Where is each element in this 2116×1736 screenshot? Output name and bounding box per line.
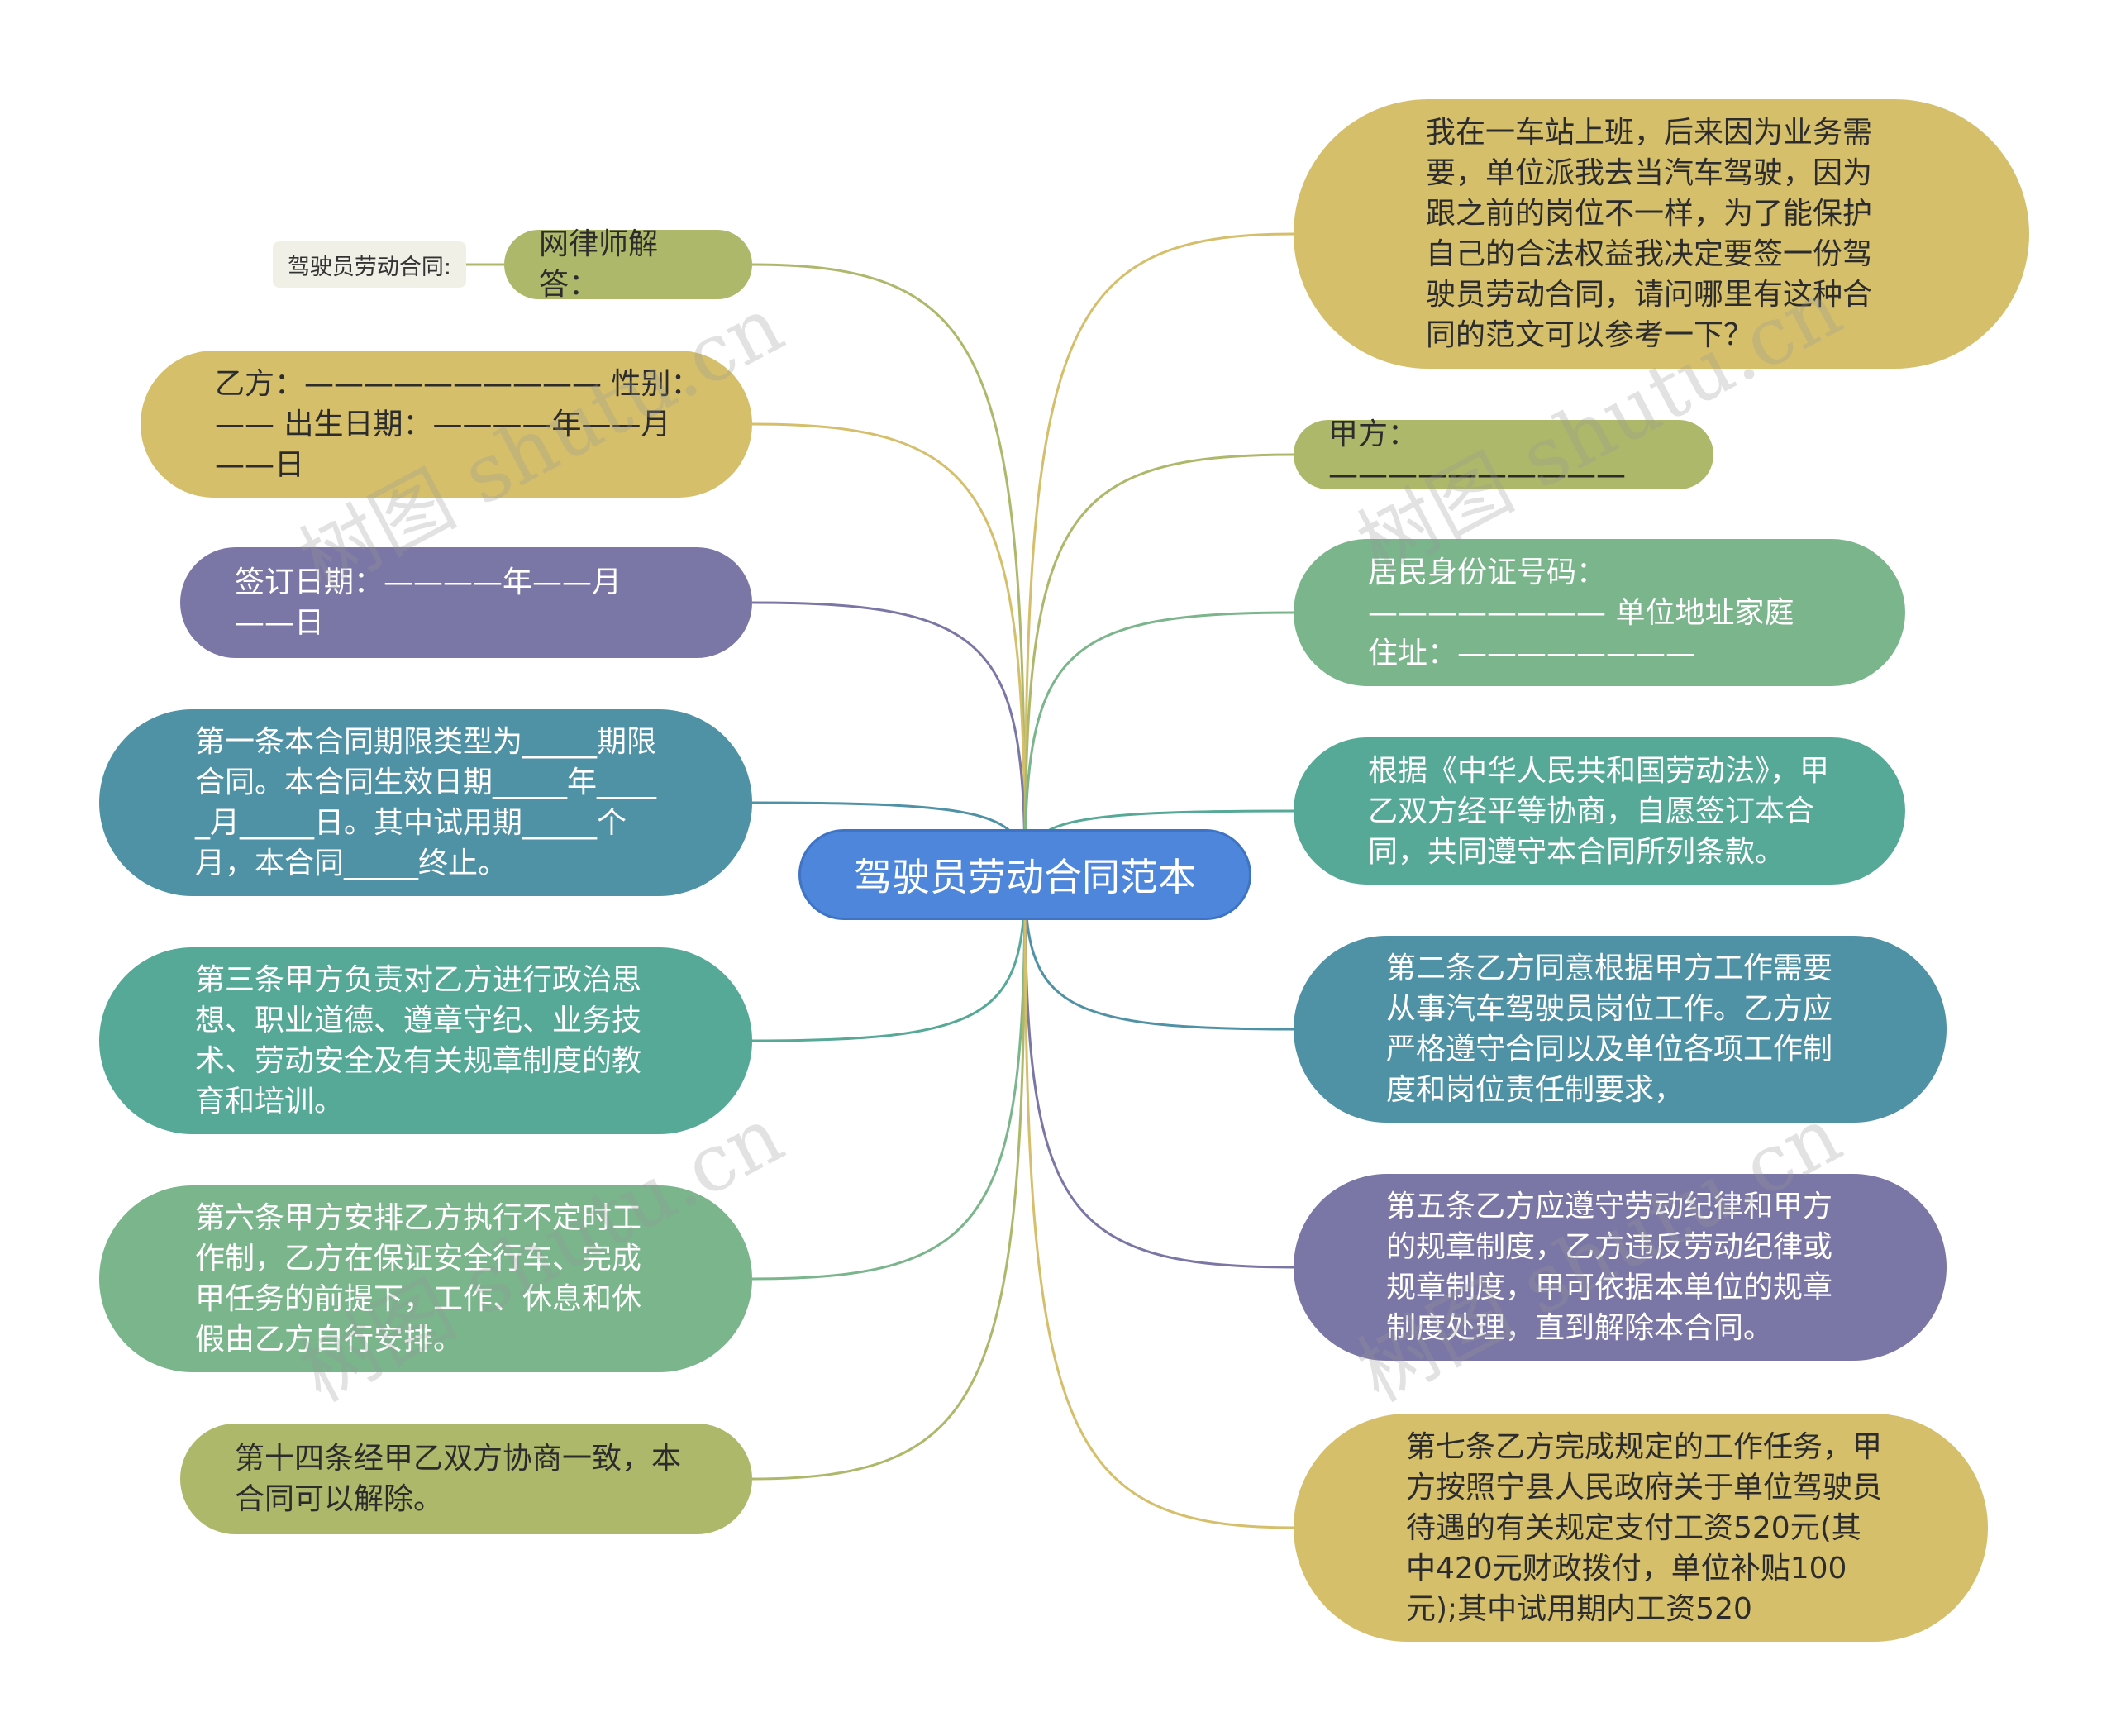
branch-id-address[interactable]: 居民身份证号码：———————— 单位地址家庭住址：———————— — [1294, 539, 1905, 686]
connector-l5 — [751, 874, 1027, 1042]
branch-article-3[interactable]: 第三条甲方负责对乙方进行政治思想、职业道德、遵章守纪、业务技术、劳动安全及有关规… — [99, 947, 752, 1134]
central-topic[interactable]: 驾驶员劳动合同范本 — [798, 829, 1251, 920]
branch-signing-date[interactable]: 签订日期：————年——月——日 — [180, 547, 752, 658]
connector-l1 — [751, 263, 1027, 875]
branch-party-a[interactable]: 甲方：—————————— — [1294, 417, 1713, 492]
connector-l7 — [751, 874, 1027, 1481]
connector-r2 — [1023, 453, 1294, 875]
branch-preamble[interactable]: 根据《中华人民共和国劳动法》，甲乙双方经平等协商，自愿签订本合同，共同遵守本合同… — [1294, 737, 1905, 885]
connector-r6 — [1023, 874, 1294, 1269]
sub-label-driver-contract: 驾驶员劳动合同: — [273, 241, 466, 288]
branch-article-14[interactable]: 第十四条经甲乙双方协商一致，本合同可以解除。 — [180, 1424, 752, 1534]
branch-article-1[interactable]: 第一条本合同期限类型为_____期限合同。本合同生效日期_____年_____月… — [99, 709, 752, 896]
branch-lawyer-answer[interactable]: 网律师解答： — [504, 227, 752, 302]
branch-article-2[interactable]: 第二条乙方同意根据甲方工作需要从事汽车驾驶员岗位工作。乙方应严格遵守合同以及单位… — [1294, 936, 1947, 1123]
branch-party-b[interactable]: 乙方：—————————— 性别：—— 出生日期：————年——月——日 — [141, 351, 752, 498]
connector-r5 — [1023, 874, 1294, 1031]
branch-article-6[interactable]: 第六条甲方安排乙方执行不定时工作制，乙方在保证安全行车、完成甲任务的前提下，工作… — [99, 1185, 752, 1372]
connector-r3 — [1023, 611, 1294, 875]
connector-l2 — [751, 422, 1027, 875]
branch-article-5[interactable]: 第五条乙方应遵守劳动纪律和甲方的规章制度，乙方违反劳动纪律或规章制度，甲可依据本… — [1294, 1174, 1947, 1361]
connector-l3 — [751, 601, 1027, 875]
branch-article-7[interactable]: 第七条乙方完成规定的工作任务，甲方按照宁县人民政府关于单位驾驶员待遇的有关规定支… — [1294, 1414, 1988, 1642]
connector-l6 — [751, 874, 1027, 1281]
branch-question[interactable]: 我在一车站上班，后来因为业务需要，单位派我去当汽车驾驶，因为跟之前的岗位不一样，… — [1294, 99, 2029, 369]
connector-r7 — [1023, 874, 1294, 1529]
connector-r1 — [1023, 232, 1294, 875]
